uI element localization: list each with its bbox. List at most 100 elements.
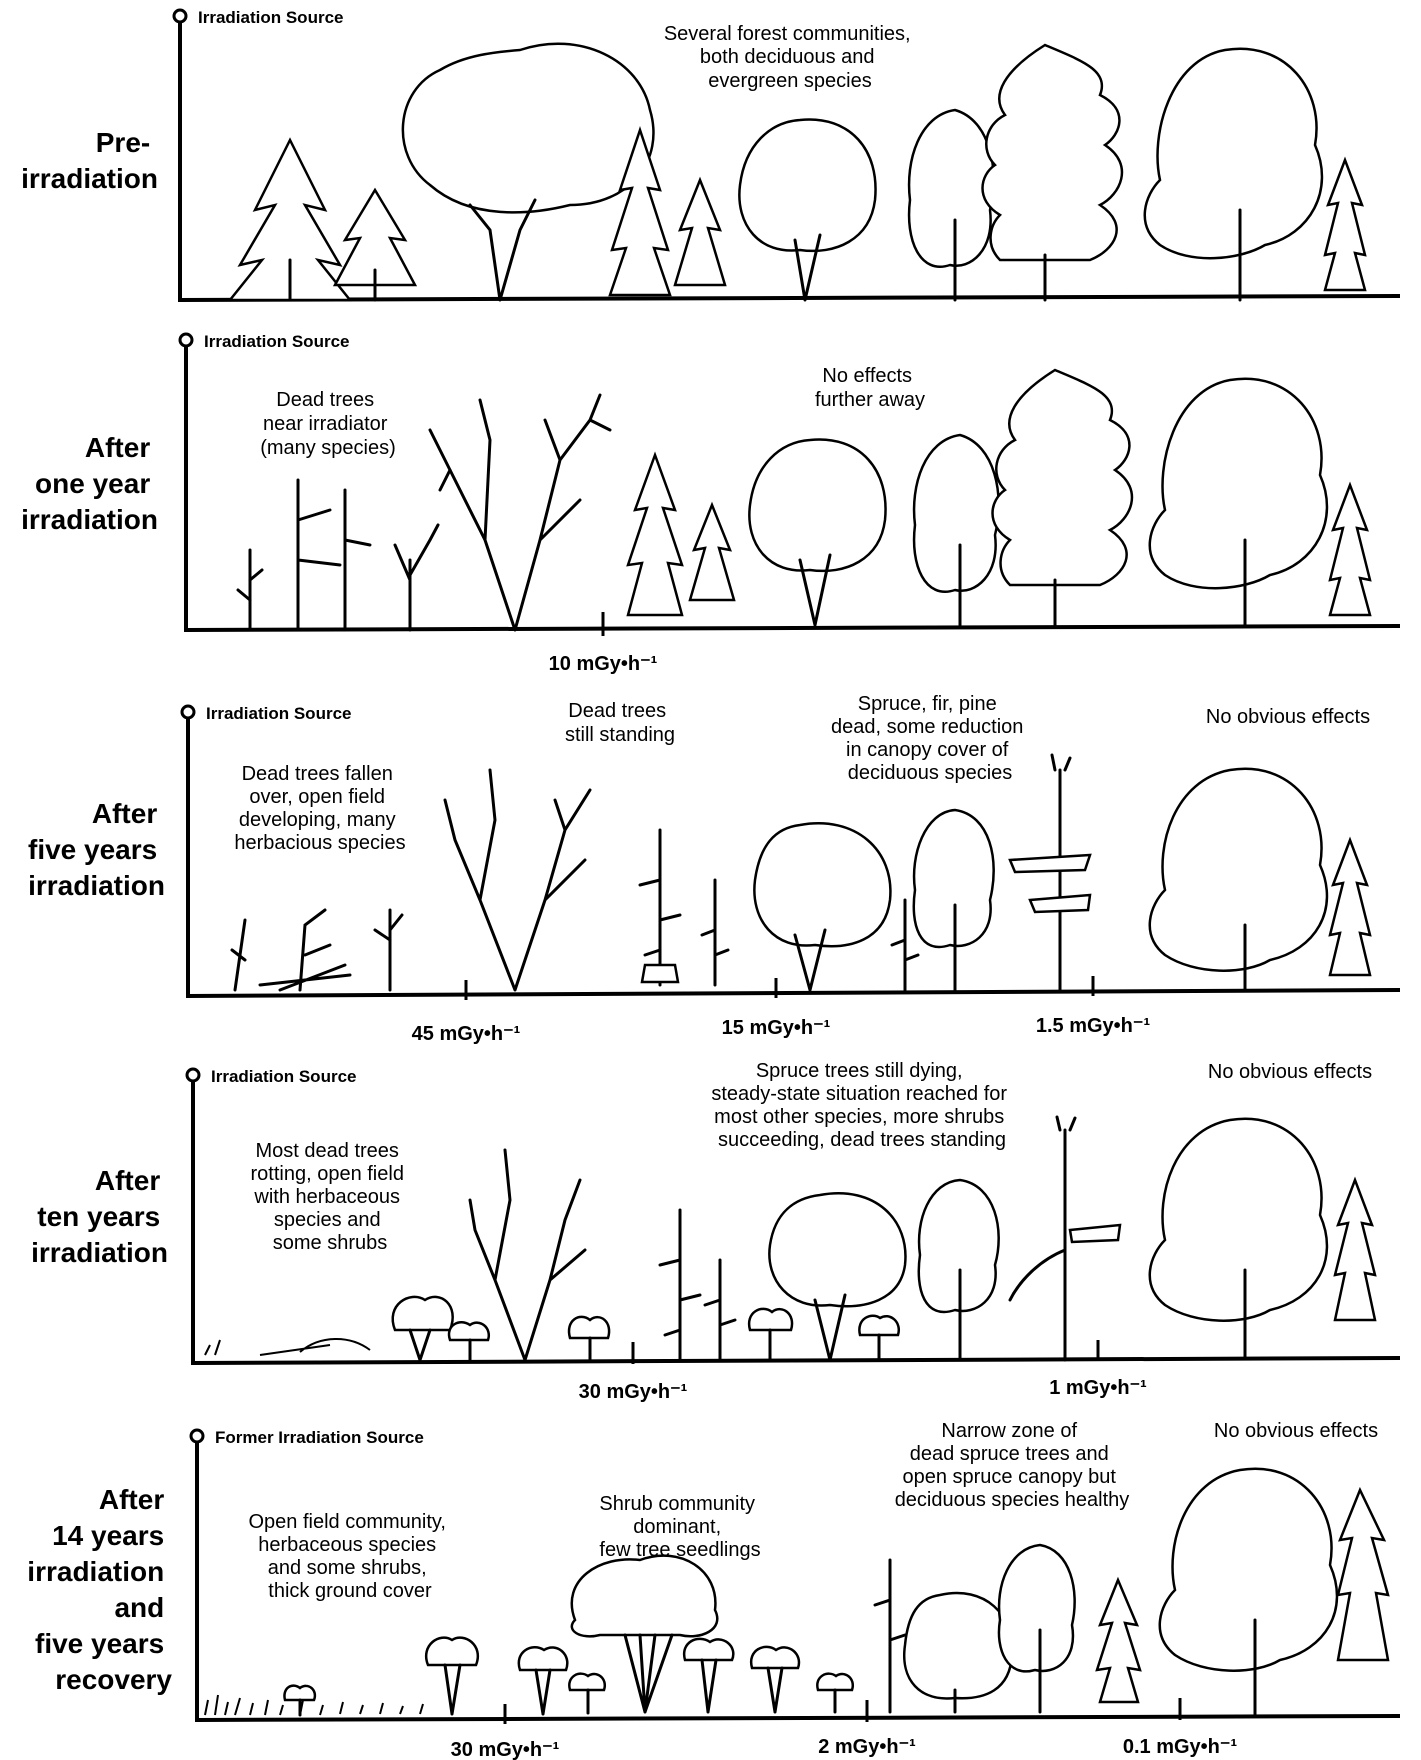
conifer-tree [673, 176, 727, 287]
shrub [747, 1307, 794, 1362]
panel-after-one-year: After one year irradiation Irradiation S… [21, 332, 1401, 675]
ground-debris [204, 1338, 371, 1356]
note-no-effects-further-away: No effects further away [815, 365, 925, 411]
ground-line [187, 988, 1401, 998]
shrub [517, 1645, 569, 1716]
deciduous-tree [903, 1591, 1014, 1714]
dose-rate-label: 45 mGy•h⁻¹ [412, 1023, 521, 1045]
conifer-tree [688, 501, 736, 602]
deciduous-tree [912, 808, 995, 992]
shrub [568, 1672, 607, 1715]
source-marker-icon [172, 8, 188, 24]
conifer-tree [1333, 1176, 1377, 1322]
dose-rate-label: 1 mGy•h⁻¹ [1049, 1377, 1147, 1399]
note-no-obvious-effects: No obvious effects [1208, 1061, 1372, 1083]
deciduous-tree [748, 438, 887, 627]
shrub [391, 1295, 454, 1362]
deciduous-tree [401, 42, 655, 302]
source-marker-icon [189, 1428, 205, 1444]
dead-conifer [638, 828, 682, 987]
dead-tree [468, 1148, 587, 1362]
note-dead-trees-near-irradiator: Dead trees near irradiator (many species… [260, 389, 396, 459]
shrub [447, 1321, 491, 1362]
source-label: Irradiation Source [204, 332, 349, 351]
deciduous-tree [1158, 1467, 1339, 1716]
dead-tree [443, 768, 592, 992]
dead-tree [428, 393, 612, 632]
fallen-dead-trees [230, 908, 404, 992]
shrub [682, 1637, 735, 1714]
dead-conifer [703, 1258, 737, 1362]
deciduous-tree [997, 1543, 1076, 1714]
note-narrow-zone-dead-spruce: Narrow zone of dead spruce trees and ope… [895, 1420, 1130, 1511]
deciduous-tree [1143, 47, 1324, 302]
ground-line [179, 294, 1401, 302]
dead-tree [236, 478, 372, 632]
conifer-tree [626, 451, 684, 617]
panel-after-ten-years: After ten years irradiation Irradiation … [31, 1060, 1401, 1403]
dead-spruce [1008, 753, 1092, 992]
source-marker-icon [185, 1067, 201, 1083]
shrub [570, 1554, 719, 1714]
panel-after-14-years-and-recovery: After 14 years irradiation and five year… [27, 1420, 1401, 1760]
deciduous-tree [1148, 1117, 1329, 1360]
dose-rate-label: 15 mGy•h⁻¹ [722, 1017, 831, 1039]
conifer-tree [227, 137, 353, 302]
stage-label: After 14 years irradiation and five year… [27, 1484, 172, 1695]
deciduous-tree [912, 433, 1000, 627]
dose-rate-label: 30 mGy•h⁻¹ [579, 1381, 688, 1403]
source-marker-icon [180, 704, 196, 720]
shrub [424, 1636, 480, 1716]
dose-rate-label: 10 mGy•h⁻¹ [549, 653, 658, 675]
conifer-tree [332, 187, 418, 302]
note-dead-trees-standing: Dead trees still standing [565, 700, 675, 746]
note-no-obvious-effects: No obvious effects [1214, 1420, 1378, 1442]
source-marker-icon [178, 332, 194, 348]
shrub [283, 1684, 317, 1717]
stage-label: After one year irradiation [21, 432, 158, 535]
source-label: Irradiation Source [198, 8, 343, 27]
dose-rate-label: 2 mGy•h⁻¹ [818, 1736, 916, 1758]
panel-pre-irradiation: Pre- irradiation Irradiation Source Seve… [21, 8, 1401, 302]
deciduous-tree [907, 108, 995, 302]
ground-line [192, 1356, 1401, 1365]
ground-line [196, 1714, 1401, 1722]
shrub [749, 1645, 801, 1714]
deciduous-tree [753, 822, 892, 992]
dead-tree [393, 523, 440, 632]
deciduous-tree [1148, 767, 1329, 992]
conifer-tree [1328, 836, 1372, 977]
deciduous-tree [738, 118, 877, 302]
deciduous-tree [1148, 377, 1329, 627]
shrub [858, 1314, 901, 1362]
note-most-dead-trees-rotting: Most dead trees rotting, open field with… [251, 1140, 410, 1254]
source-label: Irradiation Source [206, 704, 351, 723]
note-spruce-still-dying: Spruce trees still dying, steady-state s… [711, 1060, 1012, 1151]
dead-conifer [658, 1208, 702, 1362]
stage-label: After ten years irradiation [31, 1165, 168, 1268]
shrub [567, 1315, 611, 1362]
dead-spruce [1008, 1115, 1122, 1362]
conifer-tree [991, 368, 1134, 627]
note-dead-trees-fallen: Dead trees fallen over, open field devel… [234, 763, 405, 854]
ground-line [185, 624, 1401, 632]
note-shrub-community: Shrub community dominant, few tree seedl… [599, 1493, 760, 1561]
note-open-field-community: Open field community, herbaceous species… [248, 1511, 451, 1602]
conifer-tree [608, 126, 672, 297]
conifer-tree [1095, 1576, 1142, 1704]
dose-rate-label: 0.1 mGy•h⁻¹ [1123, 1736, 1238, 1758]
source-label: Irradiation Source [211, 1067, 356, 1086]
panel-after-five-years: After five years irradiation Irradiation… [28, 693, 1401, 1045]
conifer-tree [1336, 1486, 1390, 1662]
deciduous-tree [917, 1178, 1000, 1362]
dose-rate-label: 1.5 mGy•h⁻¹ [1036, 1015, 1151, 1037]
note-spruce-fir-pine-dead: Spruce, fir, pine dead, some reduction i… [831, 693, 1029, 784]
stage-label: Pre- irradiation [21, 127, 158, 194]
conifer-tree [1323, 156, 1367, 292]
conifer-tree [981, 43, 1124, 302]
dead-spruce [873, 1558, 907, 1714]
conifer-tree [1328, 481, 1372, 617]
deciduous-tree [768, 1192, 907, 1362]
stage-label: After five years irradiation [28, 798, 165, 901]
